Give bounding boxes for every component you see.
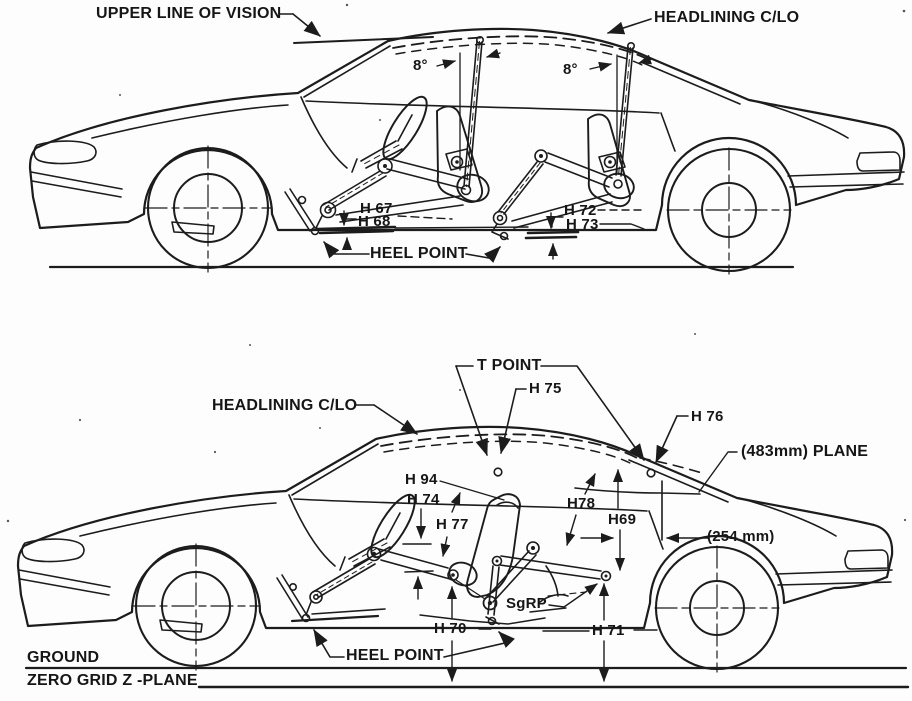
- paper-specks: [6, 3, 907, 523]
- callout-heel-point-top: HEEL POINT: [370, 245, 468, 262]
- label-h71: H 71: [592, 622, 625, 639]
- label-zero-grid-z-plane: ZERO GRID Z -PLANE: [27, 672, 198, 689]
- label-sgrp: SgRP: [506, 595, 547, 612]
- label-angle-rear: 8°: [563, 61, 578, 78]
- t-point-rear: [646, 468, 656, 478]
- callout-headlining-top: HEADLINING C/LO: [654, 9, 800, 26]
- front-manikin: [284, 158, 490, 236]
- front-seatback: [466, 493, 521, 598]
- label-h78: H78: [567, 495, 596, 512]
- label-h73: H 73: [566, 216, 599, 233]
- callout-heel-point-bottom: HEEL POINT: [346, 647, 444, 664]
- label-ground: GROUND: [27, 649, 100, 666]
- vision-rod-rear: [615, 41, 635, 177]
- label-254mm: (254 mm): [707, 528, 775, 545]
- label-angle-front: 8°: [413, 57, 428, 74]
- label-h70: H 70: [434, 620, 467, 637]
- label-h76: H 76: [691, 408, 724, 425]
- vision-rod-front: [459, 35, 484, 188]
- callout-headlining-bottom: HEADLINING C/LO: [212, 397, 358, 414]
- rear-manikin: [491, 149, 635, 241]
- top-view: [28, 13, 906, 276]
- label-h68: H 68: [358, 213, 391, 230]
- bottom-view: [16, 365, 910, 689]
- label-h74: H 74: [407, 491, 440, 508]
- label-h75: H 75: [529, 380, 562, 397]
- label-h67: H 67: [360, 200, 393, 217]
- rear-seat: [587, 113, 631, 207]
- t-point-front: [493, 467, 503, 477]
- label-h94: H 94: [405, 471, 438, 488]
- callout-t-point: T POINT: [477, 357, 542, 374]
- label-h72: H 72: [564, 202, 597, 219]
- callout-483mm-plane: (483mm) PLANE: [741, 443, 869, 460]
- label-h77: H 77: [436, 516, 469, 533]
- sgrp-manikin: [276, 541, 540, 623]
- label-h69: H69: [608, 511, 637, 528]
- callout-upper-line-of-vision: UPPER LINE OF VISION: [96, 5, 282, 22]
